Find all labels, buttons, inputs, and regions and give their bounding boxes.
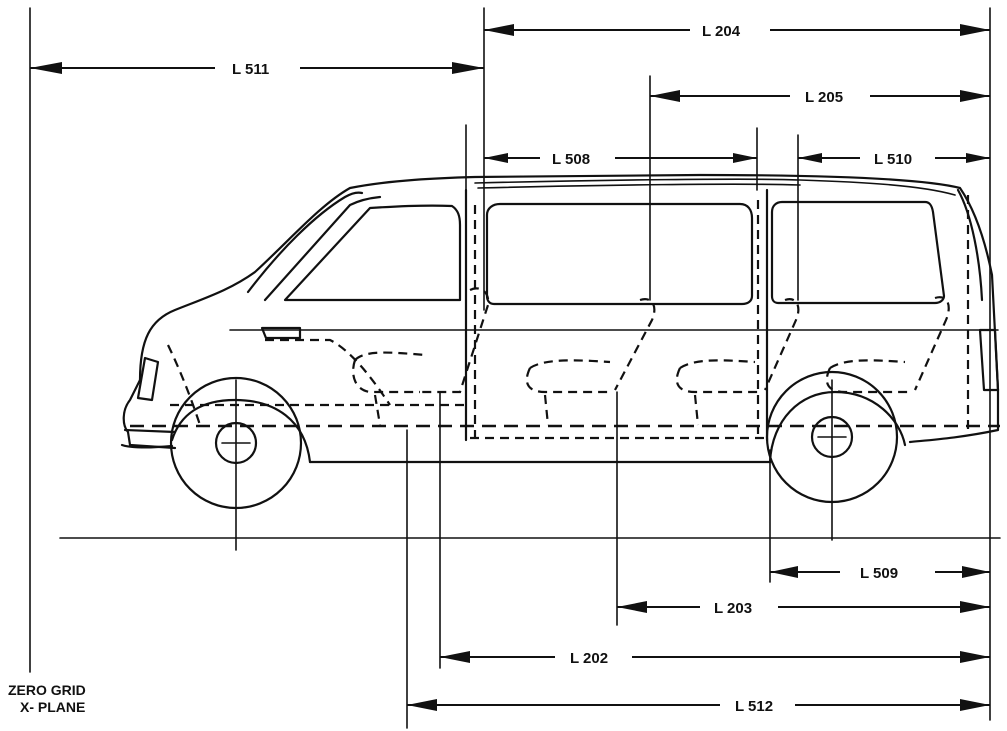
label-l204: L 204 <box>702 23 741 40</box>
label-l511: L 511 <box>232 61 269 78</box>
dimension-l204: L 204 <box>484 23 990 40</box>
dimension-l508: L 508 <box>484 151 757 168</box>
van-body <box>120 173 1000 464</box>
dimension-l205: L 205 <box>650 89 990 106</box>
dimension-l202: L 202 <box>440 650 990 667</box>
seat-front <box>352 287 490 426</box>
interior-dashed-lines <box>130 195 1000 440</box>
dimension-l509: L 509 <box>770 565 990 582</box>
label-l510: L 510 <box>874 151 912 168</box>
label-l508: L 508 <box>552 151 590 168</box>
dimension-l203: L 203 <box>617 600 990 617</box>
label-l202: L 202 <box>570 650 608 667</box>
front-wheel <box>169 376 303 551</box>
seat-rear <box>825 296 950 394</box>
x-plane-label: X- PLANE <box>20 699 85 715</box>
rear-wheel <box>765 370 899 541</box>
dimension-l510: L 510 <box>798 151 990 168</box>
dimension-l511: L 511 <box>30 61 484 78</box>
seat-second <box>675 298 800 426</box>
zero-grid-label: ZERO GRID <box>8 682 86 698</box>
label-l509: L 509 <box>860 565 898 582</box>
dimension-l512: L 512 <box>407 698 990 715</box>
seat-middle <box>525 298 656 426</box>
label-l205: L 205 <box>805 89 843 106</box>
label-l203: L 203 <box>714 600 752 617</box>
label-l512: L 512 <box>735 698 773 715</box>
